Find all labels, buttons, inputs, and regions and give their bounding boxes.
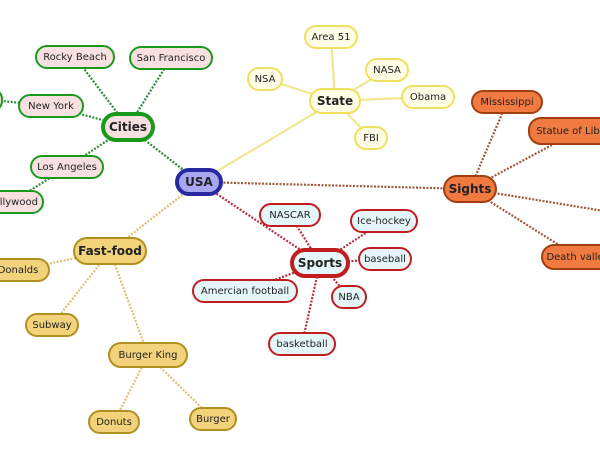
node-death[interactable]: Death valley: [541, 244, 600, 270]
node-miss-label: Mississippi: [480, 96, 534, 108]
connector-usa-state: [198, 100, 336, 183]
node-donalds-label: Donalds: [0, 264, 39, 276]
node-nasa-label: NASA: [373, 64, 401, 76]
node-bk[interactable]: Burger King: [108, 342, 188, 368]
node-basketball-label: basketball: [276, 338, 328, 350]
node-sf-label: San Francisco: [136, 52, 206, 64]
node-donalds[interactable]: Donalds: [0, 258, 50, 282]
node-baseball-label: baseball: [364, 253, 406, 265]
node-sports-label: Sports: [297, 256, 343, 270]
node-nasa[interactable]: NASA: [365, 58, 409, 82]
node-nascar-label: NASCAR: [269, 209, 311, 221]
node-nsa-label: NSA: [254, 73, 276, 85]
node-obama[interactable]: Obama: [401, 85, 455, 109]
node-football-label: Amercian football: [200, 285, 290, 297]
node-bk-label: Burger King: [118, 349, 178, 361]
node-nba-label: NBA: [338, 291, 360, 303]
node-usa-label: USA: [185, 175, 213, 189]
node-rocky[interactable]: Rocky Beach: [35, 45, 115, 69]
node-death-label: Death valley: [546, 251, 600, 263]
node-area51[interactable]: Area 51: [304, 25, 358, 49]
node-rocky-label: Rocky Beach: [43, 51, 107, 63]
connector-sights-miss: [468, 101, 509, 190]
connector-fastfood-bk: [108, 250, 150, 356]
node-sports[interactable]: Sports: [290, 248, 350, 278]
node-ny[interactable]: New York: [18, 94, 84, 118]
node-fbi[interactable]: FBI: [354, 126, 388, 150]
node-hockey-label: Ice-hockey: [357, 215, 411, 227]
connector-usa-sights: [198, 180, 471, 191]
node-fbi-label: FBI: [363, 132, 379, 144]
node-nascar[interactable]: NASCAR: [259, 203, 321, 227]
node-sights-label: Sights: [448, 182, 492, 196]
node-hollywood[interactable]: Hollywood: [0, 190, 44, 214]
node-cities-label: Cities: [108, 120, 148, 134]
node-football[interactable]: Amercian football: [192, 279, 298, 303]
node-basketball[interactable]: basketball: [268, 332, 336, 356]
node-obama-label: Obama: [409, 91, 447, 103]
node-state[interactable]: State: [309, 88, 361, 114]
connector-sights-offscreen: [469, 187, 600, 212]
node-fastfood-label: Fast-food: [78, 244, 142, 258]
node-la[interactable]: Los Angeles: [30, 155, 104, 179]
node-state-label: State: [316, 94, 354, 108]
node-cities[interactable]: Cities: [101, 112, 155, 142]
node-nba[interactable]: NBA: [331, 285, 367, 309]
node-ny-label: New York: [28, 100, 74, 112]
node-burger-label: Burger: [196, 413, 230, 425]
node-hollywood-label: Hollywood: [0, 196, 38, 208]
node-usa[interactable]: USA: [175, 168, 223, 196]
node-subway[interactable]: Subway: [25, 313, 79, 337]
node-area51-label: Area 51: [311, 31, 351, 43]
node-subway-label: Subway: [32, 319, 72, 331]
node-hockey[interactable]: Ice-hockey: [350, 209, 418, 233]
node-sf[interactable]: San Francisco: [129, 46, 213, 70]
node-la-label: Los Angeles: [37, 161, 97, 173]
node-baseball[interactable]: baseball: [358, 247, 412, 271]
node-sights[interactable]: Sights: [443, 175, 497, 203]
node-burger[interactable]: Burger: [189, 407, 237, 431]
node-miss[interactable]: Mississippi: [471, 90, 543, 114]
node-liberty[interactable]: Statue of Liberty: [528, 117, 600, 145]
node-donuts-label: Donuts: [96, 416, 132, 428]
node-nsa[interactable]: NSA: [247, 67, 283, 91]
node-donuts[interactable]: Donuts: [88, 410, 140, 434]
node-fastfood[interactable]: Fast-food: [73, 237, 147, 265]
node-liberty-label: Statue of Liberty: [536, 125, 600, 137]
